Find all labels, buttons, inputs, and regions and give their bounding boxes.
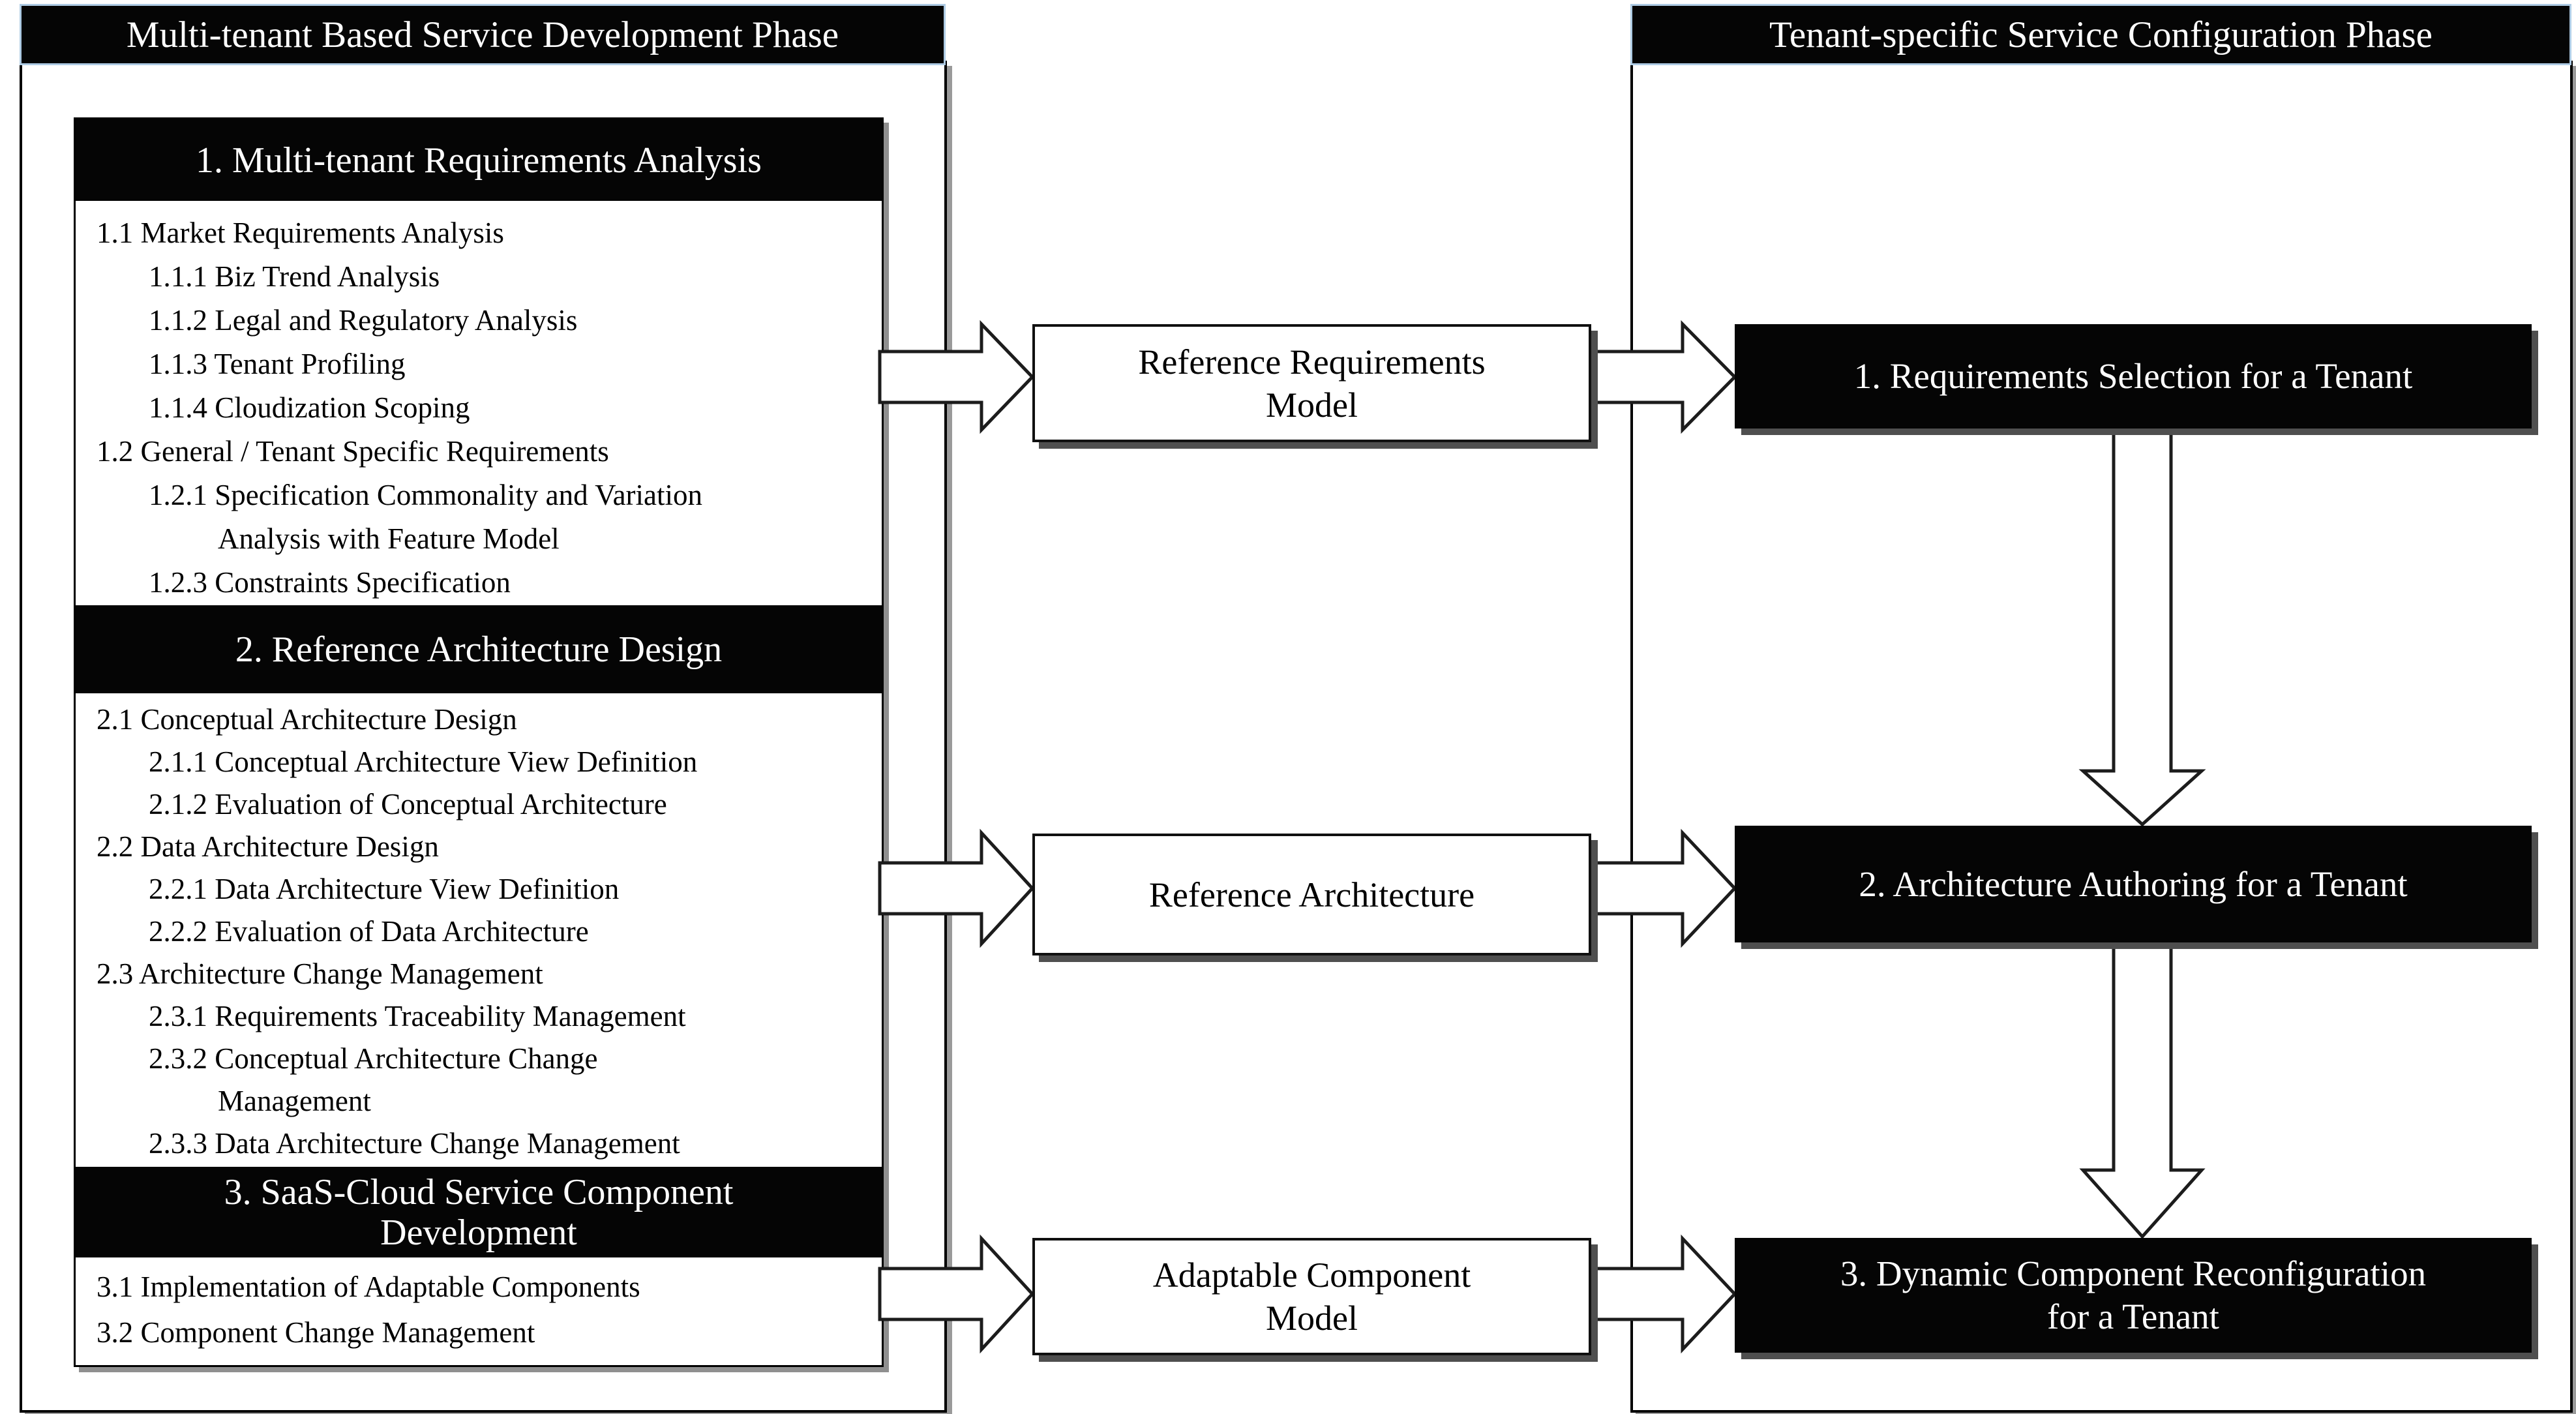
- section-1-header-label: 1. Multi-tenant Requirements Analysis: [196, 140, 762, 181]
- step-label-line: 3. Dynamic Component Reconfiguration: [1840, 1254, 2427, 1293]
- right-phase-title: Tenant-specific Service Configuration Ph…: [1769, 14, 2433, 55]
- list-item: 1.2.1 Specification Commonality and Vari…: [149, 479, 703, 511]
- section-3-header-line-1: 3. SaaS-Cloud Service Component: [224, 1171, 734, 1212]
- artifact-box-reference-architecture: Reference Architecture: [1032, 834, 1591, 955]
- artifact-label-line: Reference Requirements: [1138, 342, 1486, 382]
- artifact-label-line: Adaptable Component: [1152, 1256, 1471, 1295]
- list-item: 3.2 Component Change Management: [97, 1316, 535, 1349]
- artifact-label-line: Model: [1266, 1299, 1358, 1338]
- list-item: 2.1.1 Conceptual Architecture View Defin…: [149, 745, 698, 778]
- list-item: 1.1.2 Legal and Regulatory Analysis: [149, 304, 578, 337]
- list-item: 2.3.1 Requirements Traceability Manageme…: [149, 1000, 686, 1032]
- section-2-activity-list: 2.1 Conceptual Architecture Design 2.1.1…: [76, 693, 882, 1172]
- step-label-line: for a Tenant: [2047, 1297, 2219, 1336]
- right-phase-title-bar: Tenant-specific Service Configuration Ph…: [1630, 4, 2571, 65]
- step-label-line: 2. Architecture Authoring for a Tenant: [1859, 864, 2408, 904]
- list-item: 1.2.3 Constraints Specification: [149, 566, 511, 599]
- right-phase-panel: [1630, 61, 2573, 1413]
- list-item: 1.1.1 Biz Trend Analysis: [149, 260, 440, 293]
- section-2-header: 2. Reference Architecture Design: [76, 605, 882, 693]
- section-3-header-line-2: Development: [380, 1212, 577, 1253]
- list-item: 2.3.3 Data Architecture Change Managemen…: [149, 1127, 680, 1160]
- list-item: 1.1 Market Requirements Analysis: [97, 217, 504, 249]
- list-item: 2.3 Architecture Change Management: [97, 957, 543, 990]
- left-phase-title-bar: Multi-tenant Based Service Development P…: [20, 4, 946, 65]
- development-process-box: 1. Multi-tenant Requirements Analysis 1.…: [74, 117, 884, 1367]
- section-1-activity-list: 1.1 Market Requirements Analysis 1.1.1 B…: [76, 201, 882, 616]
- list-item: 3.1 Implementation of Adaptable Componen…: [97, 1271, 640, 1303]
- artifact-box-adaptable-component-model: Adaptable Component Model: [1032, 1238, 1591, 1355]
- list-item-continuation: Management: [218, 1085, 371, 1117]
- artifact-label-line: Model: [1266, 385, 1358, 425]
- step-box-requirements-selection: 1. Requirements Selection for a Tenant: [1735, 324, 2532, 429]
- list-item: 2.3.2 Conceptual Architecture Change: [149, 1042, 598, 1075]
- artifact-label-line: Reference Architecture: [1148, 875, 1475, 914]
- section-2-header-label: 2. Reference Architecture Design: [235, 629, 723, 670]
- list-item: 2.2.1 Data Architecture View Definition: [149, 873, 620, 905]
- list-item: 1.1.4 Cloudization Scoping: [149, 391, 470, 424]
- artifact-box-reference-requirements-model: Reference Requirements Model: [1032, 324, 1591, 442]
- step-box-dynamic-component-reconfiguration: 3. Dynamic Component Reconfiguration for…: [1735, 1238, 2532, 1353]
- step-label-line: 1. Requirements Selection for a Tenant: [1853, 356, 2413, 396]
- list-item: 1.2 General / Tenant Specific Requiremen…: [97, 435, 609, 468]
- section-3-header: 3. SaaS-Cloud Service Component Developm…: [76, 1167, 882, 1257]
- section-1-header: 1. Multi-tenant Requirements Analysis: [76, 119, 882, 201]
- list-item: 2.2 Data Architecture Design: [97, 830, 439, 863]
- list-item: 2.1 Conceptual Architecture Design: [97, 703, 517, 736]
- list-item: 2.2.2 Evaluation of Data Architecture: [149, 915, 589, 948]
- left-phase-title: Multi-tenant Based Service Development P…: [126, 14, 839, 55]
- step-box-architecture-authoring: 2. Architecture Authoring for a Tenant: [1735, 826, 2532, 942]
- section-3-activity-list: 3.1 Implementation of Adaptable Componen…: [76, 1257, 882, 1372]
- list-item: 2.1.2 Evaluation of Conceptual Architect…: [149, 788, 667, 820]
- list-item-continuation: Analysis with Feature Model: [218, 522, 560, 555]
- list-item: 1.1.3 Tenant Profiling: [149, 348, 406, 380]
